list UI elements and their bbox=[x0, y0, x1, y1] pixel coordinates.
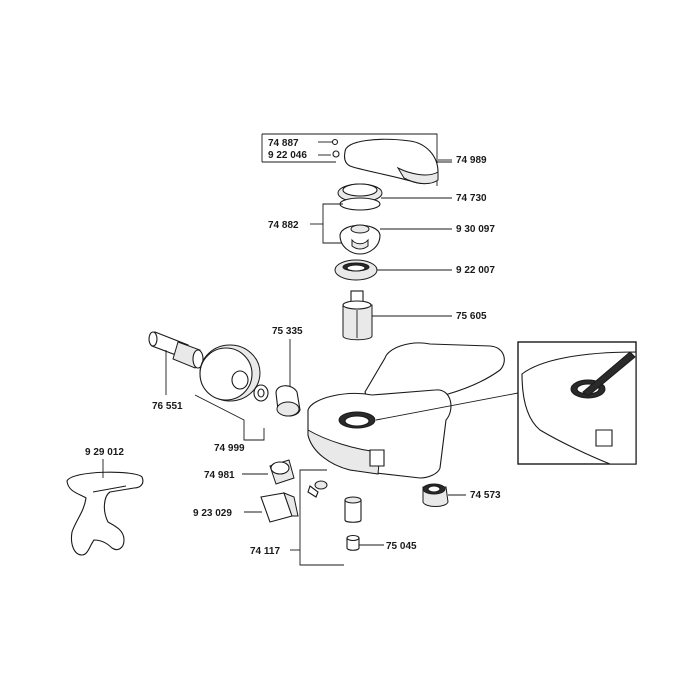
pin-part bbox=[307, 480, 328, 498]
label-922007: 9 22 007 bbox=[456, 265, 495, 276]
label-74887: 74 887 bbox=[268, 138, 299, 149]
screwdriver-icon bbox=[582, 351, 636, 397]
clip-923029-part bbox=[260, 492, 299, 523]
label-929012: 9 29 012 bbox=[85, 447, 124, 458]
lever-cap-part bbox=[343, 138, 439, 185]
label-75335: 75 335 bbox=[272, 326, 303, 337]
connector-76551-part bbox=[148, 331, 204, 369]
label-74117: 74 117 bbox=[250, 546, 280, 557]
bracket-74882 bbox=[310, 203, 343, 244]
label-74882: 74 882 bbox=[268, 220, 299, 231]
label-922046: 9 22 046 bbox=[268, 150, 307, 161]
nut-75335-part bbox=[275, 385, 301, 417]
label-76551: 76 551 bbox=[152, 401, 183, 412]
wrench-part bbox=[66, 471, 144, 556]
ring-922007-part bbox=[334, 259, 378, 281]
detail-inset bbox=[517, 341, 637, 465]
bracket-74999 bbox=[194, 394, 265, 441]
insert-75045-part bbox=[346, 534, 360, 551]
lever-group-bracket bbox=[261, 133, 452, 186]
label-74573: 74 573 bbox=[470, 490, 501, 501]
faucet-body-part bbox=[307, 342, 505, 479]
nut-74981-part bbox=[269, 459, 295, 485]
dome-cone-part bbox=[339, 224, 381, 255]
label-930097: 9 30 097 bbox=[456, 224, 495, 235]
label-75605: 75 605 bbox=[456, 311, 487, 322]
cartridge-part bbox=[342, 290, 373, 341]
label-74999: 74 999 bbox=[214, 443, 245, 454]
bracket-74117 bbox=[299, 469, 344, 566]
label-74981: 74 981 bbox=[204, 470, 235, 481]
label-75045: 75 045 bbox=[386, 541, 417, 552]
label-74989: 74 989 bbox=[456, 155, 487, 166]
small-ball-part bbox=[331, 138, 339, 146]
label-923029: 9 23 029 bbox=[193, 508, 232, 519]
small-ring-part bbox=[332, 150, 340, 158]
sleeve-part bbox=[344, 496, 362, 523]
label-74730: 74 730 bbox=[456, 193, 487, 204]
aerator-74573-part bbox=[422, 483, 449, 507]
ring-74730-part bbox=[337, 183, 383, 211]
escutcheon-plate-part bbox=[199, 344, 261, 402]
